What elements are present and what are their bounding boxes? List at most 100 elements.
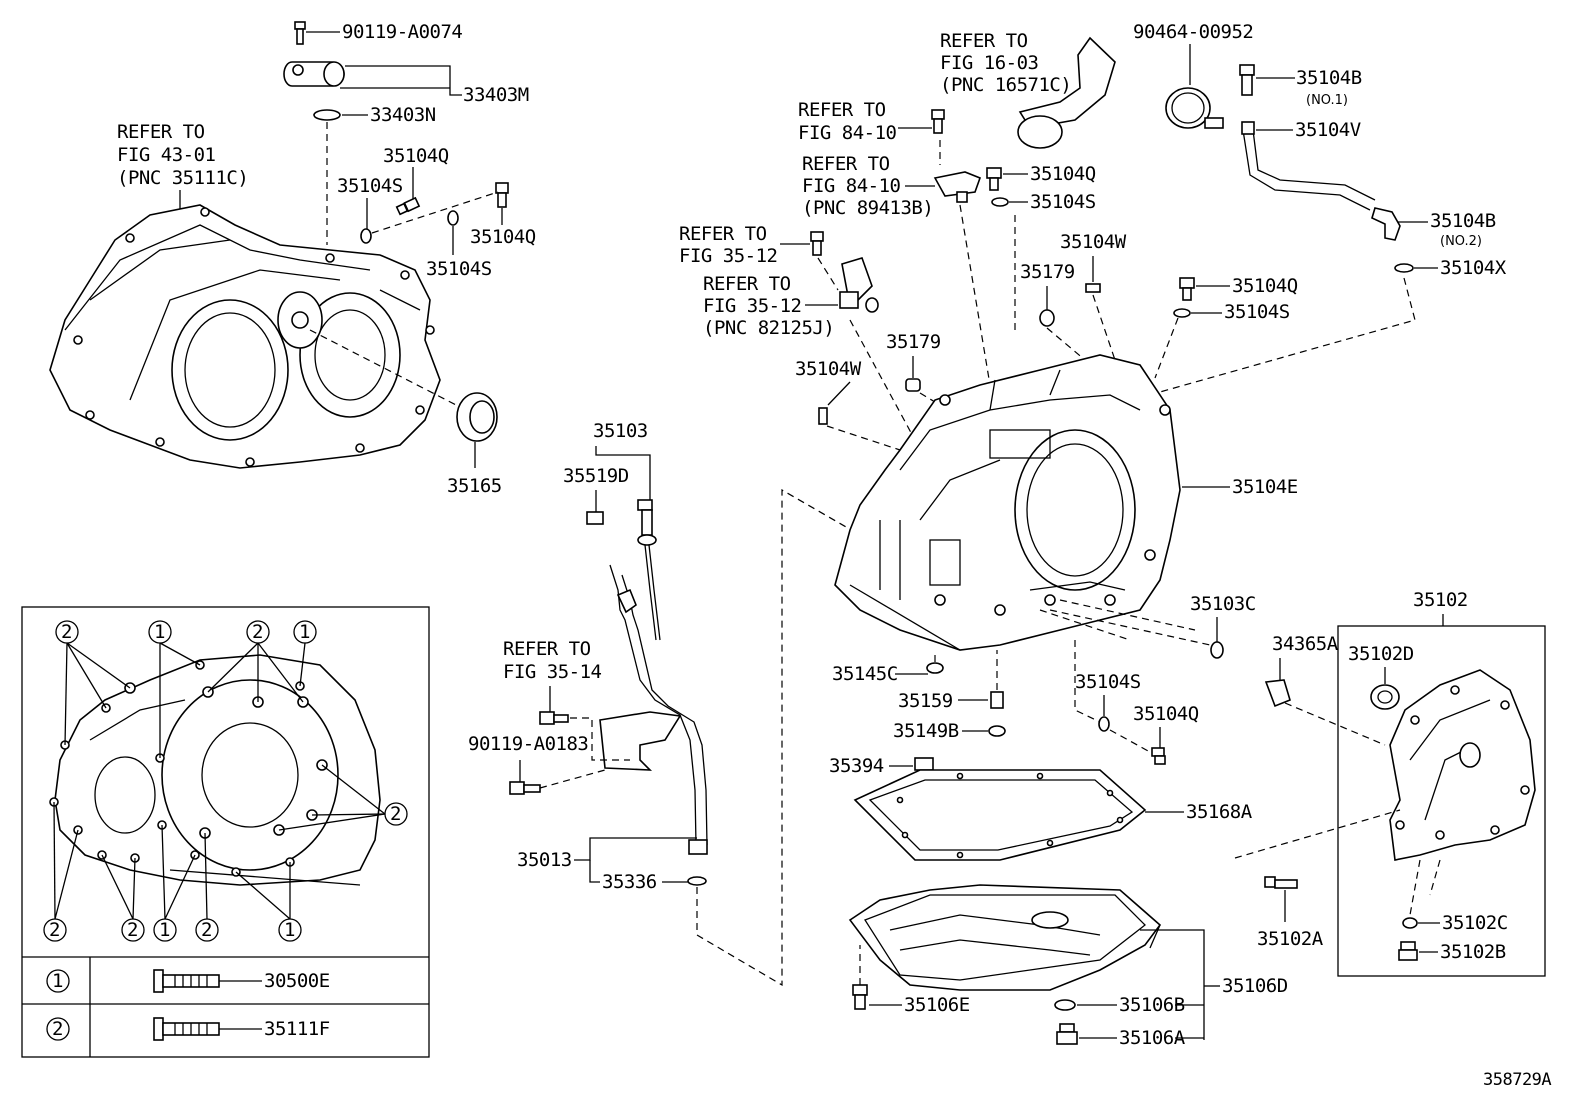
part-label-35102C: 35102C xyxy=(1442,912,1508,934)
o-ring-icon xyxy=(687,876,707,886)
bolt-icon xyxy=(931,109,945,134)
svg-text:REFER TO: REFER TO xyxy=(679,223,767,245)
sub-label-no1: (NO.1) xyxy=(1306,93,1348,108)
inset-legend-row-2: 2 35111F xyxy=(46,1017,330,1041)
svg-text:30500E: 30500E xyxy=(264,970,330,992)
svg-text:2: 2 xyxy=(61,621,72,643)
part-label-35149B: 35149B xyxy=(893,720,959,742)
part-label-35519D: 35519D xyxy=(563,465,629,487)
o-ring-icon xyxy=(1394,263,1414,273)
dowel-pin-icon xyxy=(818,407,828,425)
part-label-35104Q: 35104Q xyxy=(1133,703,1199,725)
flange-bolt-icon xyxy=(153,1017,220,1041)
pin-icon xyxy=(990,691,1004,709)
refer-note-fig-84-10-pnc: REFER TO FIG 84-10 (PNC 89413B) xyxy=(802,153,934,219)
inset-marker-2: 2 xyxy=(246,620,270,644)
bolt-icon xyxy=(1179,277,1195,301)
bolt-icon xyxy=(294,21,306,45)
bolt-icon xyxy=(852,984,868,1010)
speed-sensor-icon xyxy=(933,171,982,203)
clip-icon xyxy=(586,511,604,525)
svg-text:1: 1 xyxy=(154,621,165,643)
bolt-icon xyxy=(1264,876,1298,889)
o-ring-icon xyxy=(1210,641,1224,659)
bushing-icon xyxy=(1039,309,1055,327)
svg-text:REFER TO: REFER TO xyxy=(798,99,886,121)
strainer-seal-icon xyxy=(926,662,944,674)
refer-note-fig-16-03: REFER TO FIG 16-03 (PNC 16571C) xyxy=(940,30,1072,96)
svg-text:2: 2 xyxy=(49,919,60,941)
svg-text:2: 2 xyxy=(127,919,138,941)
part-label-35104B: 35104B xyxy=(1430,210,1496,232)
part-label-35104S: 35104S xyxy=(1075,671,1141,693)
o-ring-icon xyxy=(313,109,341,121)
sub-label-no2: (NO.2) xyxy=(1440,234,1482,249)
bolt-icon xyxy=(395,196,421,216)
part-label-35104S: 35104S xyxy=(1030,191,1096,213)
svg-text:REFER TO: REFER TO xyxy=(117,121,205,143)
svg-text:FIG 43-01: FIG 43-01 xyxy=(117,144,216,166)
svg-text:FIG 35-14: FIG 35-14 xyxy=(503,661,602,683)
svg-text:2: 2 xyxy=(52,1018,63,1040)
svg-text:REFER TO: REFER TO xyxy=(503,638,591,660)
part-label-35103: 35103 xyxy=(593,420,648,442)
breather-plug-icon xyxy=(1371,207,1401,241)
part-label-35104S: 35104S xyxy=(426,258,492,280)
svg-text:2: 2 xyxy=(390,803,401,825)
part-label-35106D: 35106D xyxy=(1222,975,1288,997)
part-label-35179: 35179 xyxy=(1020,261,1075,283)
position-sensor-icon xyxy=(839,257,879,313)
svg-text:1: 1 xyxy=(284,919,295,941)
svg-text:1: 1 xyxy=(299,621,310,643)
bolt-icon xyxy=(509,781,541,795)
gasket-icon xyxy=(988,725,1006,737)
extension-housing-group: 34365A 35102 35102D 35102A xyxy=(1234,589,1546,977)
transaxle-housing-icon xyxy=(49,204,441,469)
refer-note-fig-84-10: REFER TO FIG 84-10 xyxy=(798,99,897,144)
svg-text:1: 1 xyxy=(159,919,170,941)
part-label-35104V: 35104V xyxy=(1295,119,1361,141)
part-label-35013: 35013 xyxy=(517,849,572,871)
part-label-35106B: 35106B xyxy=(1119,994,1185,1016)
svg-text:2: 2 xyxy=(201,919,212,941)
inset-marker-1: 1 xyxy=(293,620,317,644)
svg-text:2: 2 xyxy=(252,621,263,643)
o-ring-icon xyxy=(360,228,372,244)
hose-clamp-icon xyxy=(1165,87,1224,129)
svg-text:FIG 16-03: FIG 16-03 xyxy=(940,52,1039,74)
svg-text:(PNC 16571C): (PNC 16571C) xyxy=(940,74,1071,96)
svg-text:35111F: 35111F xyxy=(264,1018,330,1040)
breather-tube-icon xyxy=(1241,121,1376,211)
magnet-icon xyxy=(914,757,934,771)
svg-text:(PNC 82125J): (PNC 82125J) xyxy=(703,317,834,339)
inset-legend-row-1: 1 30500E xyxy=(46,969,330,993)
inset-marker-1: 1 xyxy=(153,918,177,942)
inset-marker-2: 2 xyxy=(384,802,408,826)
refer-note-fig-43-01: REFER TO FIG 43-01 (PNC 35111C) xyxy=(117,121,249,189)
oil-filler-tube-icon xyxy=(599,564,708,855)
bolt-icon xyxy=(1239,64,1255,96)
part-label-35104W: 35104W xyxy=(1060,231,1127,253)
gasket-icon xyxy=(1054,999,1076,1011)
part-label-90119-A0074: 90119-A0074 xyxy=(342,21,462,43)
part-label-35102A: 35102A xyxy=(1257,928,1324,950)
svg-text:FIG 84-10: FIG 84-10 xyxy=(802,175,901,197)
bolt-icon xyxy=(1151,747,1166,765)
dipstick-icon xyxy=(637,499,661,641)
o-ring-icon xyxy=(991,197,1009,207)
oil-pan-gasket-icon xyxy=(853,769,1147,861)
part-label-34365A: 34365A xyxy=(1272,633,1339,655)
part-label-33403M: 33403M xyxy=(463,84,529,106)
oil-pan-icon xyxy=(848,884,1162,991)
refer-note-fig-35-12: REFER TO FIG 35-12 xyxy=(679,223,778,267)
bushing-icon xyxy=(1370,684,1400,710)
part-label-35106A: 35106A xyxy=(1119,1027,1186,1049)
part-label-35104S: 35104S xyxy=(337,175,403,197)
transaxle-housing-group: 90119-A0074 33403M 33403N REFER TO FIG 4… xyxy=(49,21,536,497)
oil-level-gauge-group: 35103 35519D REFER TO FIG 35-14 xyxy=(468,420,861,987)
part-label-90119-A0183: 90119-A0183 xyxy=(468,733,588,755)
part-label-35104Q: 35104Q xyxy=(383,145,449,167)
bushing-icon xyxy=(905,378,921,392)
part-label-35103C: 35103C xyxy=(1190,593,1256,615)
